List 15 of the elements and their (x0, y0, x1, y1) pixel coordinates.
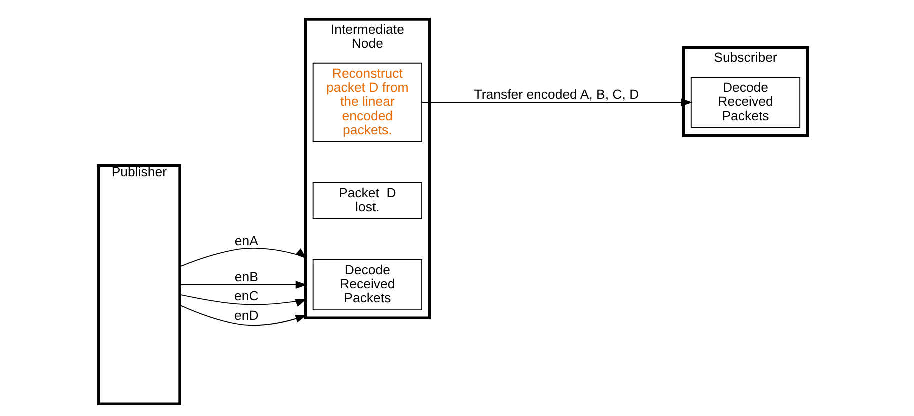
edge-label: enB (234, 269, 258, 284)
edge-label: enC (234, 288, 259, 304)
edge-label: enA (234, 234, 258, 249)
edge-label: enD (234, 308, 259, 324)
edge-label: Transfer encoded A, B, C, D (474, 87, 640, 102)
node-box: Decode Received Packets (312, 260, 422, 311)
arrow (180, 248, 307, 268)
node-box: Packet D lost. (312, 182, 422, 220)
node-box: Publisher (97, 164, 182, 406)
arrow (422, 98, 693, 107)
arrow (180, 294, 308, 307)
arrow (180, 304, 308, 326)
node-box: Decode Received Packets (690, 77, 801, 128)
arrow (180, 281, 308, 289)
node-box: Reconstruct packet D from the linear encoded packets. (312, 62, 422, 142)
